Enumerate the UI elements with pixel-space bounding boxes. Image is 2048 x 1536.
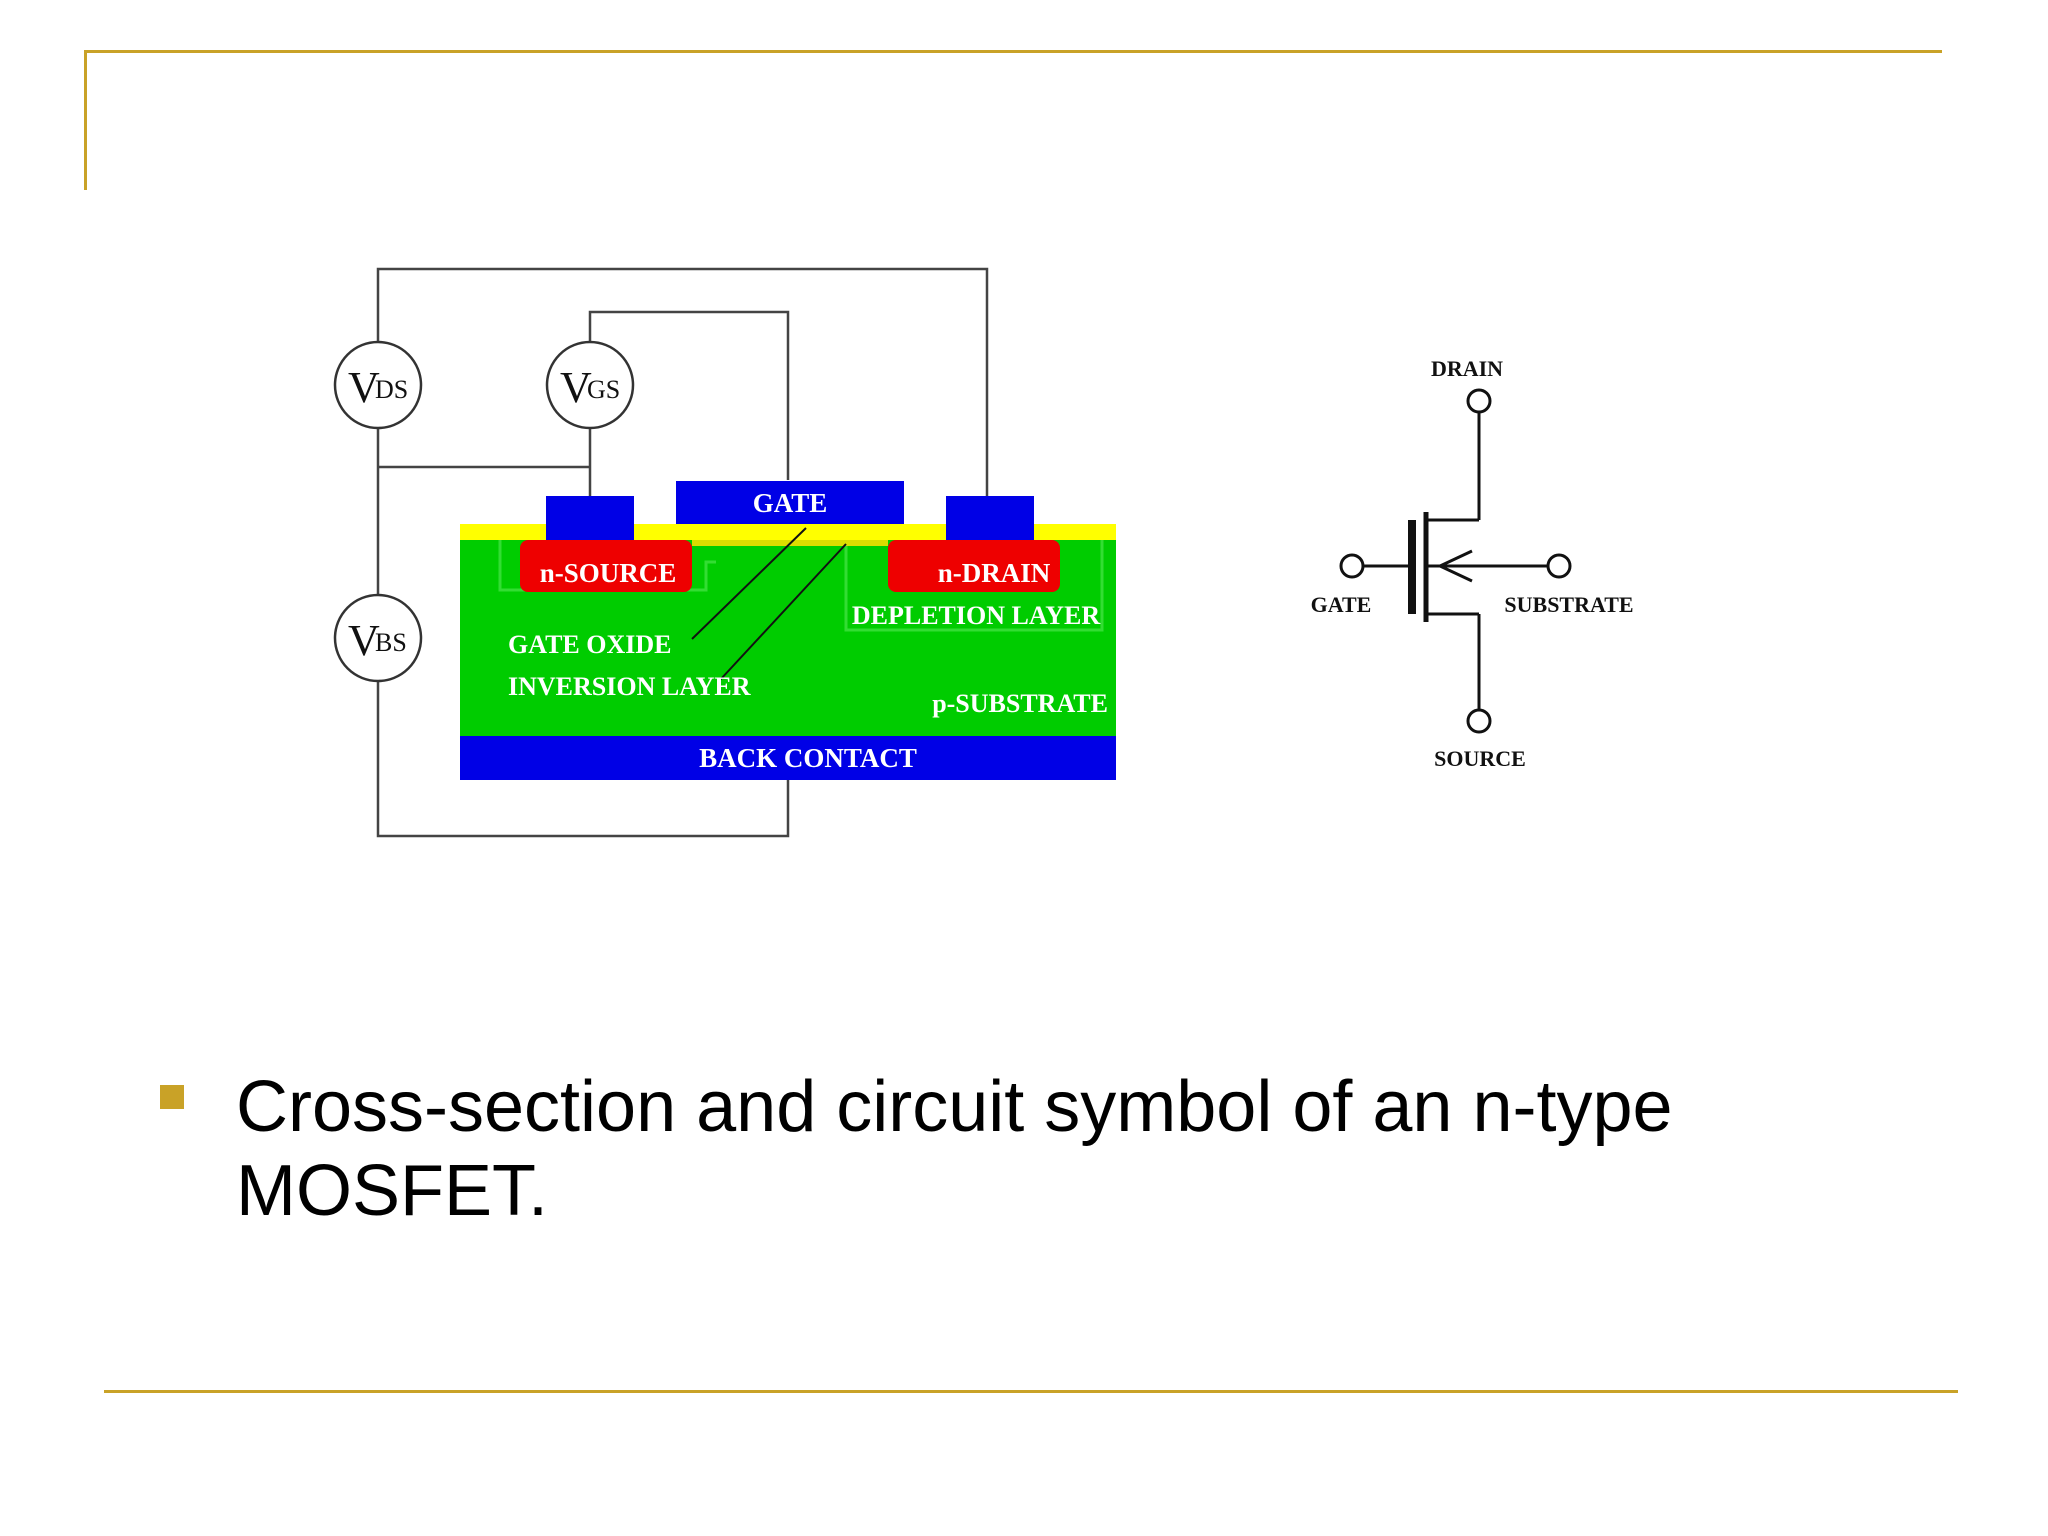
source-terminal <box>1466 708 1492 734</box>
source-contact <box>546 496 634 540</box>
bullet-text: Cross-section and circuit symbol of an n… <box>236 1067 1673 1231</box>
n-source-label: n-SOURCE <box>540 558 677 588</box>
gate-terminal <box>1339 553 1365 579</box>
bottom-accent-line <box>104 1390 1958 1393</box>
symbol-gate-label: GATE <box>1311 592 1372 617</box>
gate-electrode <box>676 481 904 524</box>
n-drain-label: n-DRAIN <box>938 558 1051 588</box>
source-label: SOURCE <box>1434 746 1526 771</box>
meter-subscript: DS <box>375 375 408 404</box>
substrate-terminal <box>1546 553 1572 579</box>
gate-oxide-pointer <box>691 527 807 640</box>
mosfet-cross-section: V DS V GS V BS GATE n-SOU <box>333 267 1116 838</box>
meter-letter: V <box>560 363 592 412</box>
gate-oxide-label: GATE OXIDE <box>508 630 672 659</box>
n-source-region <box>520 540 692 592</box>
meter-subscript: GS <box>587 375 620 404</box>
drain-contact <box>946 496 1034 540</box>
meter-letter: V <box>348 616 380 665</box>
left-accent-line <box>84 50 87 190</box>
substrate-label: SUBSTRATE <box>1504 592 1633 617</box>
inversion-layer-label: INVERSION LAYER <box>508 672 751 701</box>
circuit-wires <box>376 267 989 838</box>
back-contact-label: BACK CONTACT <box>699 743 917 773</box>
top-accent-line <box>84 50 1942 53</box>
drain-terminal <box>1466 388 1492 414</box>
vds-meter: V DS <box>333 340 423 430</box>
vbs-meter: V BS <box>333 593 423 683</box>
meter-subscript: BS <box>375 628 407 657</box>
bullet-marker <box>160 1085 184 1109</box>
p-substrate-label: p-SUBSTRATE <box>932 689 1108 718</box>
n-drain-region <box>888 540 1060 592</box>
inversion-layer-pointer <box>719 543 847 681</box>
drain-label: DRAIN <box>1431 356 1503 381</box>
meter-letter: V <box>348 363 380 412</box>
vgs-meter: V GS <box>545 340 635 430</box>
nmos-circuit-symbol: DRAIN GATE SUBSTRATE SOURCE <box>1311 356 1634 771</box>
depletion-layer-label: DEPLETION LAYER <box>852 601 1100 630</box>
gate-label: GATE <box>753 488 828 518</box>
back-contact <box>460 736 1116 780</box>
